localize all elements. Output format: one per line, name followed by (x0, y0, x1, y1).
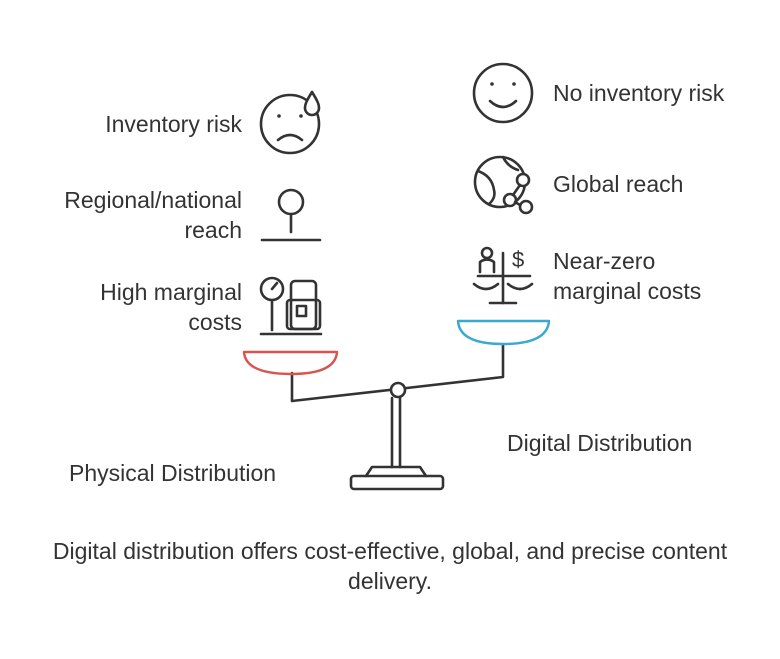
right-item-near-zero-costs: Near-zero marginal costs (553, 248, 702, 304)
right-pan (456, 319, 551, 346)
dollar-icon: $ (512, 247, 525, 272)
balance-dollar-icon (472, 246, 534, 305)
smiley-face-icon (472, 62, 534, 124)
left-item-high-marginal-costs: High marginal costs (100, 279, 242, 335)
map-pin-icon (260, 188, 322, 242)
left-item-regional-reach: Regional/national reach (64, 187, 242, 243)
left-pan (242, 350, 339, 376)
left-item-inventory-risk: Inventory risk (105, 111, 242, 137)
diagram-caption: Digital distribution offers cost-effecti… (52, 538, 728, 594)
right-item-no-inventory-risk: No inventory risk (553, 80, 725, 106)
physical-distribution-title: Physical Distribution (69, 460, 277, 486)
globe-network-icon (473, 155, 534, 215)
gas-pump-cost-icon (259, 276, 323, 336)
sad-face-tear-icon (259, 90, 321, 155)
scale-stand (349, 396, 445, 491)
right-item-global-reach: Global reach (553, 171, 684, 197)
digital-distribution-title: Digital Distribution (507, 430, 693, 456)
scale-beam (290, 343, 505, 403)
